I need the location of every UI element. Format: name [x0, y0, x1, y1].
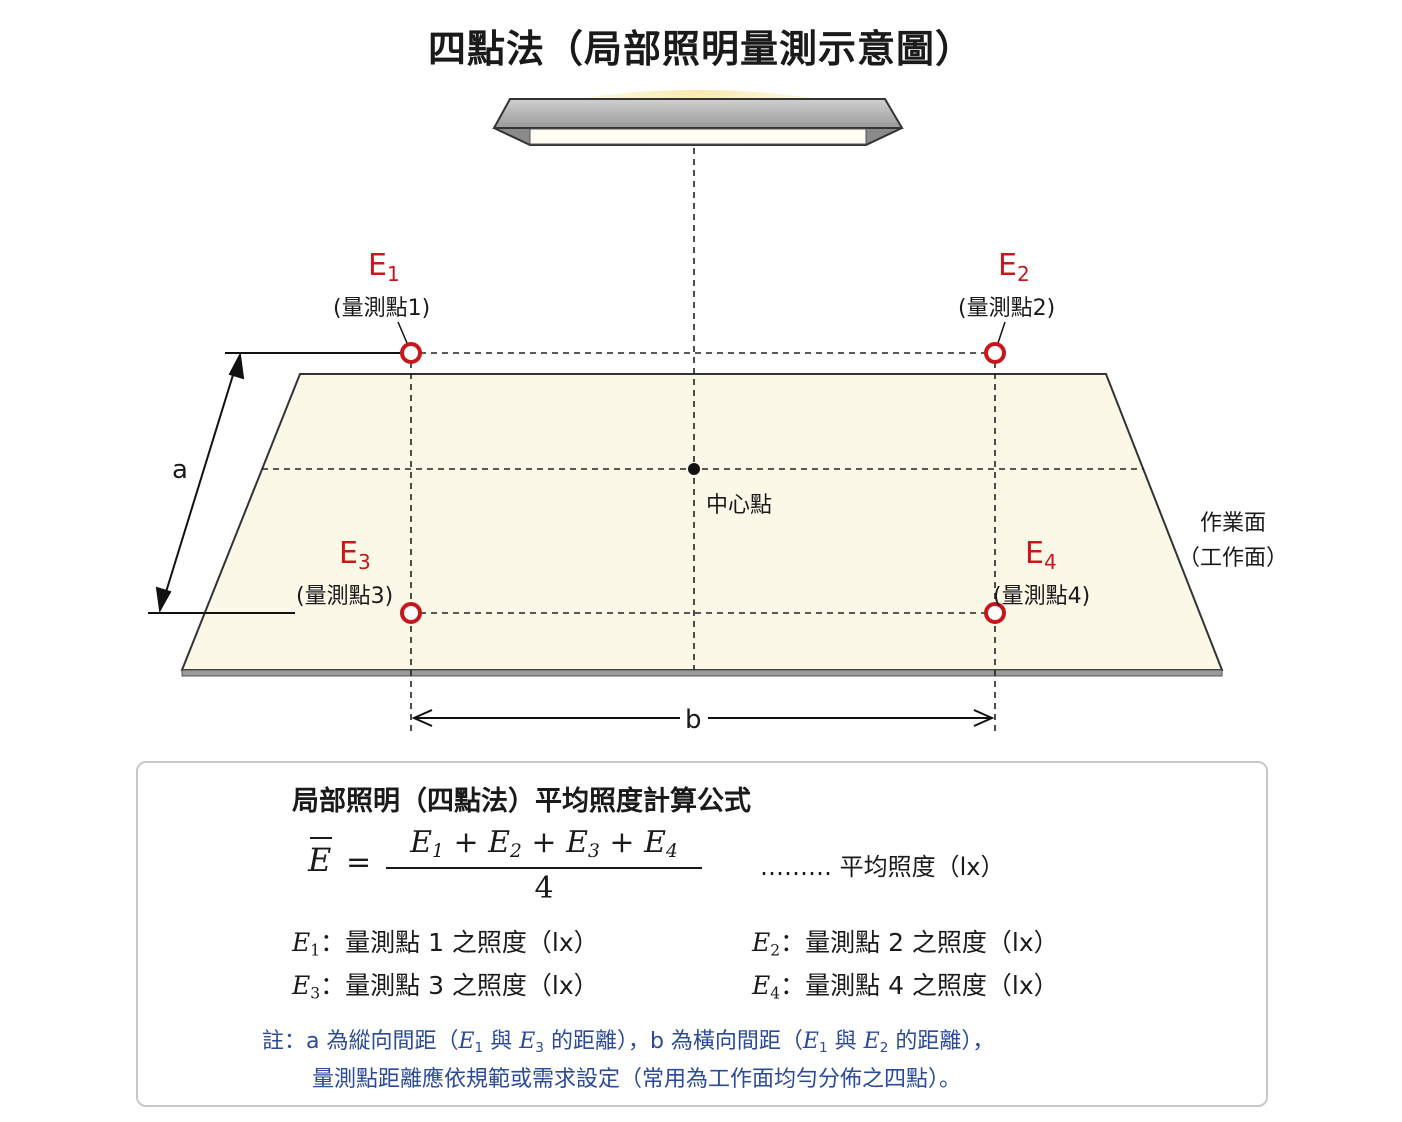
e2-label: (量測點2)	[958, 296, 1056, 321]
measure-point-4	[984, 602, 1006, 624]
center-point	[688, 463, 700, 475]
average-illuminance-symbol: E	[308, 837, 332, 879]
definition-e2: E2：量測點 2 之照度（lx）	[752, 928, 1059, 960]
definition-e3: E3：量測點 3 之照度（lx）	[292, 971, 599, 1003]
e4-symbol: E4	[1025, 536, 1057, 574]
e3-symbol: E3	[339, 536, 371, 574]
e3-label: (量測點3)	[296, 584, 394, 609]
e2-symbol: E2	[998, 248, 1030, 286]
note-line-1: 註：a 為縱向間距（E1 與 E3 的距離），b 為橫向間距（E1 與 E2 的…	[262, 1029, 995, 1056]
definition-e4: E4：量測點 4 之照度（lx）	[752, 971, 1059, 1003]
formula-box: 局部照明（四點法）平均照度計算公式 E = E1 + E2 + E3 + E4 …	[136, 761, 1268, 1107]
fraction-bar	[386, 867, 702, 869]
lighting-diagram	[148, 90, 1224, 735]
page-title: 四點法（局部照明量測示意圖）	[427, 27, 974, 71]
lamp-icon	[492, 98, 904, 146]
dimension-a	[148, 351, 400, 614]
dimension-b	[411, 709, 995, 727]
e1-symbol: E1	[368, 248, 400, 286]
surface-label: 作業面	[1200, 511, 1267, 536]
work-surface-edge	[181, 669, 1223, 677]
formula-numerator: E1 + E2 + E3 + E4	[410, 825, 678, 863]
measure-point-1	[400, 342, 422, 364]
formula-title: 局部照明（四點法）平均照度計算公式	[292, 786, 751, 817]
equals-sign: =	[346, 845, 372, 880]
note-line-2: 量測點距離應依規範或需求設定（常用為工作面均勻分佈之四點）。	[312, 1067, 962, 1092]
measure-point-2	[984, 342, 1006, 364]
formula-denominator: 4	[534, 871, 554, 906]
center-label: 中心點	[706, 493, 773, 518]
surface-label-sub: （工作面）	[1178, 546, 1289, 571]
dimension-a-label: a	[172, 455, 188, 485]
definition-e1: E1：量測點 1 之照度（lx）	[292, 928, 599, 960]
average-description: ……… 平均照度（lx）	[760, 853, 1005, 881]
e4-label: (量測點4)	[993, 584, 1091, 609]
measure-point-3	[400, 602, 422, 624]
work-surface	[180, 373, 1224, 671]
dimension-b-label: b	[685, 705, 702, 735]
e1-label: (量測點1)	[333, 296, 431, 321]
